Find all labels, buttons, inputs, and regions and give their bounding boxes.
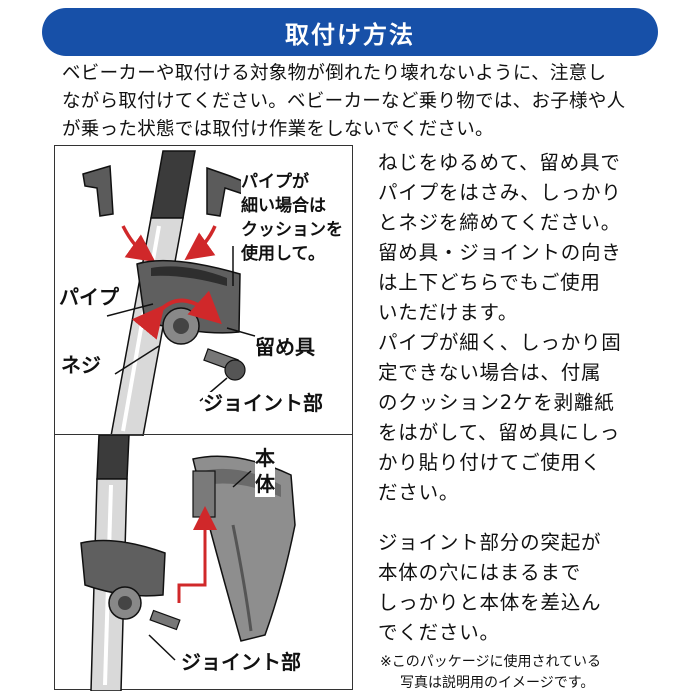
joint-label-bottom: ジョイント部	[181, 650, 301, 674]
instruction-line: かり貼り付けてご使用く	[378, 451, 602, 474]
insert-arrow-left	[121, 225, 156, 263]
instruction-line: ジョイント部分の突起が	[378, 531, 602, 554]
instruction-line: パイプが細く、しっかり固	[378, 331, 622, 354]
leader-line	[148, 634, 176, 661]
instruction-line: ねじをゆるめて、留め具で	[378, 151, 621, 174]
intro-line: ながら取付けてください。ベビーカーなど乗り物では、お子様や人	[62, 91, 626, 112]
instruction-line: をはがして、留め具にしっ	[378, 421, 621, 444]
joint-shape	[203, 348, 246, 381]
pipe-label: パイプ	[59, 285, 119, 309]
cushion-note-line: パイプが	[241, 172, 309, 192]
instruction-line: とネジを締めてください。	[378, 211, 622, 234]
page-title: 取付け方法	[285, 20, 415, 49]
section-title-bar: 取付け方法	[42, 8, 658, 56]
assembly-diagram-panel: 本 体 ジョイント部	[54, 434, 353, 691]
note-line: 写真は説明用のイメージです。	[400, 675, 595, 691]
intro-text: ベビーカーや取付ける対象物が倒れたり壊れないように、注意し ながら取付けてくださ…	[62, 60, 682, 144]
disclaimer-note: ※このパッケージに使用されている 写真は説明用のイメージです。	[380, 652, 680, 694]
cushion-note: パイプが 細い場合は クッションを 使用して。	[241, 170, 343, 266]
instruction-line: パイプをはさみ、しっかり	[378, 181, 622, 204]
intro-line: が乗った状態では取付け作業をしないでください。	[62, 119, 494, 140]
intro-line: ベビーカーや取付ける対象物が倒れたり壊れないように、注意し	[62, 63, 607, 84]
holder-body-shape	[192, 455, 296, 642]
clamp-label: 留め具	[255, 335, 315, 359]
cushion-note-line: 細い場合は	[241, 196, 326, 216]
cushion-right-shape	[206, 166, 246, 217]
note-line: ※このパッケージに使用されている	[380, 654, 602, 670]
mounting-illustration	[82, 150, 256, 436]
screw-label: ネジ	[61, 353, 101, 377]
instruction-line: いただけます。	[378, 301, 519, 324]
body-label: 本 体	[255, 445, 275, 497]
assembly-illustration	[80, 435, 296, 691]
instruction-line: ださい。	[378, 481, 460, 504]
body-label-char: 本	[255, 446, 275, 470]
instruction-line: でください。	[378, 621, 500, 644]
instruction-line: 本体の穴にはまるまで	[378, 561, 582, 584]
instruction-line: しっかりと本体を差込ん	[378, 591, 602, 614]
joint-label-top: ジョイント部	[203, 391, 323, 415]
clamp-shape	[80, 539, 181, 631]
mounting-diagram-panel: パイプが 細い場合は クッションを 使用して。 パイプ ネジ 留め具 ジョイント…	[54, 145, 353, 436]
cushion-note-line: 使用して。	[241, 244, 325, 264]
leader-line	[232, 470, 252, 488]
insert-arrow-right	[184, 225, 217, 261]
body-label-char: 体	[255, 472, 275, 496]
instructions-paragraph-1: ねじをゆるめて、留め具で パイプをはさみ、しっかり とネジを締めてください。 留…	[378, 148, 668, 508]
cushion-note-line: クッションを	[241, 220, 343, 240]
cushion-left-shape	[82, 165, 114, 217]
instruction-line: は上下どちらでもご使用	[378, 271, 601, 294]
instruction-line: 定できない場合は、付属	[378, 361, 602, 384]
instructions-paragraph-2: ジョイント部分の突起が 本体の穴にはまるまで しっかりと本体を差込ん でください…	[378, 528, 668, 648]
instruction-line: のクッション2ケを剥離紙	[378, 391, 615, 414]
instruction-line: 留め具・ジョイントの向き	[378, 241, 622, 264]
insert-arrow	[177, 506, 217, 603]
rotate-arrow	[131, 290, 222, 340]
